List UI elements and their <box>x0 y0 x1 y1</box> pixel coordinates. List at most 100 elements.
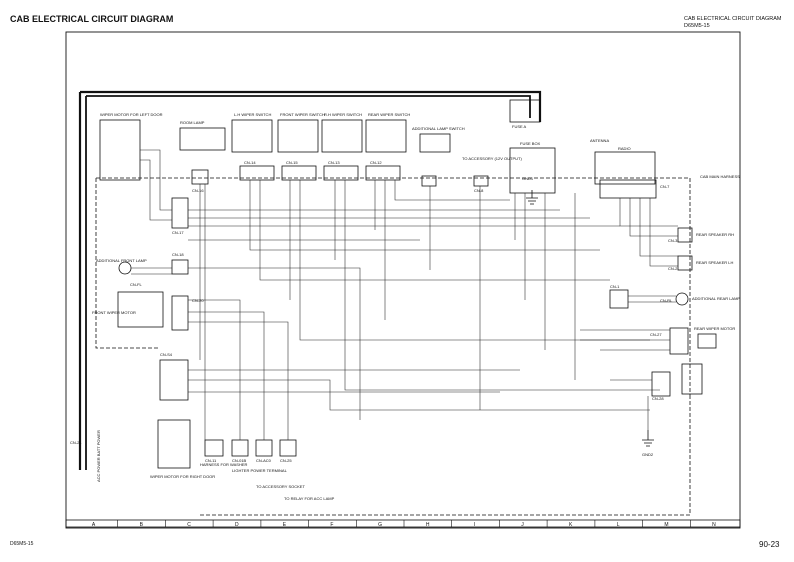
cn-25-label: CN-25 <box>280 458 292 463</box>
wiring-harness <box>131 149 678 440</box>
cn-13-label: CN-13 <box>328 160 340 165</box>
cn-20-connector <box>171 295 189 331</box>
front-wiper-motor-box <box>117 291 164 328</box>
cn-7-connector <box>599 179 657 199</box>
cn-27-connector <box>669 327 689 355</box>
additional-rear-lamp-label: ADDITIONAL REAR LAMP <box>692 296 740 301</box>
wiper-motor-left-label: WIPER MOTOR FOR LEFT DOOR <box>100 112 163 117</box>
cn-28-label: CN-28 <box>652 396 664 401</box>
additional-front-lamp-label: ADDITIONAL FRONT LAMP <box>96 258 147 263</box>
radio-box <box>594 151 656 185</box>
cn-rl-label: CN-RL <box>660 298 673 303</box>
cn-18-connector <box>171 259 189 275</box>
cn-20-label: CN-20 <box>192 298 204 303</box>
front-wiper-label: FRONT WIPER SWITCH <box>280 112 325 117</box>
cn-fl-label: CN-FL <box>130 282 143 287</box>
zone-letter: E <box>283 522 287 528</box>
zone-letter: N <box>712 522 716 528</box>
cn-01b-connector <box>231 439 249 457</box>
zone-letter: B <box>140 522 144 528</box>
wiper-motor-right-label: WIPER MOTOR FOR RIGHT DOOR <box>150 474 215 479</box>
cn-3-label: CN-3 <box>668 238 678 243</box>
cn-14-connector <box>239 165 275 181</box>
to-accessory-top-label: TO ACCESSORY (12V OUTPUT) <box>462 156 522 161</box>
page-subtitle: CAB ELECTRICAL CIRCUIT DIAGRAM D65M5-15 <box>684 16 782 30</box>
to-accessory-bottom-label: TO ACCESSORY SOCKET <box>256 484 305 489</box>
zone-letter: D <box>235 522 239 528</box>
antenna-label: ANTENNA <box>590 138 609 143</box>
room-lamp-label: ROOM LAMP <box>180 120 205 125</box>
subtitle-line-1: CAB ELECTRICAL CIRCUIT DIAGRAM <box>684 16 782 22</box>
cn-ac0-label: CN-AC0 <box>256 458 272 463</box>
cn-25-connector <box>279 439 297 457</box>
page-number: 90-23 <box>759 540 780 549</box>
cn-8-label: CN-8 <box>474 188 484 193</box>
to-relay-label: TO RELAY FOR ACC LAMP <box>284 496 335 501</box>
cn-28-connector <box>651 371 671 397</box>
cn-2-label: CN-2 <box>668 266 678 271</box>
zone-letter: I <box>474 522 475 528</box>
cn-ac0-connector <box>255 439 273 457</box>
cn-7-label: CN-7 <box>660 184 670 189</box>
cn-12-connector <box>365 165 401 181</box>
cn-11-connector <box>204 439 224 457</box>
zone-letter: C <box>187 522 191 528</box>
cab-boundary-top <box>96 177 691 398</box>
cab-boundary-bottom <box>200 398 691 516</box>
fuse-a-box <box>509 99 541 123</box>
cn-18-label: CN-18 <box>172 252 184 257</box>
harness-washer-label: HARNESS FOR WASHER <box>200 462 248 467</box>
main-ground-line <box>86 95 531 118</box>
lh-wiper-switch-table <box>231 119 273 153</box>
cn-21-label: CN-21 <box>70 440 82 445</box>
wiper-motor-left-door-box <box>99 119 141 181</box>
rear-speaker-lh-label: REAR SPEAKER LH <box>696 260 733 265</box>
zone-strip <box>65 519 741 528</box>
rear-wiper-motor-box <box>697 333 717 349</box>
ground-symbol-2 <box>642 430 654 447</box>
cn-11-label: CN-11 <box>205 458 217 463</box>
cn-13-connector <box>323 165 359 181</box>
fuse-label: FUSE A <box>512 124 527 129</box>
wiper-motor-right-door-box <box>157 419 191 469</box>
rear-speaker-rh-label: REAR SPEAKER RH <box>696 232 734 237</box>
ground-1-label: GND1 <box>522 176 534 181</box>
fuse-box <box>509 147 556 194</box>
subtitle-line-2: D65M5-15 <box>684 23 710 29</box>
front-wiper-switch-table <box>277 119 319 153</box>
zone-letter: J <box>521 522 524 528</box>
fuse-box-label: FUSE BOX <box>520 141 541 146</box>
cn-17-label: CN-17 <box>172 230 184 235</box>
rear-wiper-switch-table <box>365 119 407 153</box>
cn-1-connector <box>609 289 629 309</box>
cn-8-connector <box>473 175 489 187</box>
front-wiper-motor-label: FRONT WIPER MOTOR <box>92 310 136 315</box>
additional-front-lamp-symbol <box>118 261 132 275</box>
cn-16-connector <box>191 169 209 185</box>
rear-wiper-motor-label: REAR WIPER MOTOR <box>694 326 735 331</box>
rh-wiper-switch-table <box>321 119 363 153</box>
rear-wiper-relay-box <box>681 363 703 395</box>
cn-11-connector-top <box>421 175 437 187</box>
zone-letter: L <box>617 522 620 528</box>
cn-17-connector <box>171 197 189 229</box>
ground-2-label: GND2 <box>642 452 654 457</box>
cn-14-label: CN-14 <box>244 160 256 165</box>
cn-16-label: CN-16 <box>192 188 204 193</box>
cn-15-label: CN-15 <box>286 160 298 165</box>
cab-main-harness-label: CAB MAIN HARNESS <box>700 174 740 179</box>
lh-wiper-label: L.H WIPER SWITCH <box>234 112 271 117</box>
cn-27-label: CN-27 <box>650 332 662 337</box>
rh-wiper-label: R.H WIPER SWITCH <box>324 112 362 117</box>
radio-label: RADIO <box>618 146 631 151</box>
cn-s4-label: CN-S4 <box>160 352 173 357</box>
additional-lamp-label: ADDITIONAL LAMP SWITCH <box>412 126 465 131</box>
lighter-label: LIGHTER POWER TERMINAL <box>232 468 288 473</box>
acc-power-label: ACC POWER BATT POWER <box>96 430 101 482</box>
zone-letter: G <box>378 522 382 528</box>
zone-letter: F <box>330 522 333 528</box>
cn-s4-connector <box>159 359 189 401</box>
cn-1-label: CN-1 <box>610 284 620 289</box>
rear-speaker-lh <box>677 255 693 271</box>
